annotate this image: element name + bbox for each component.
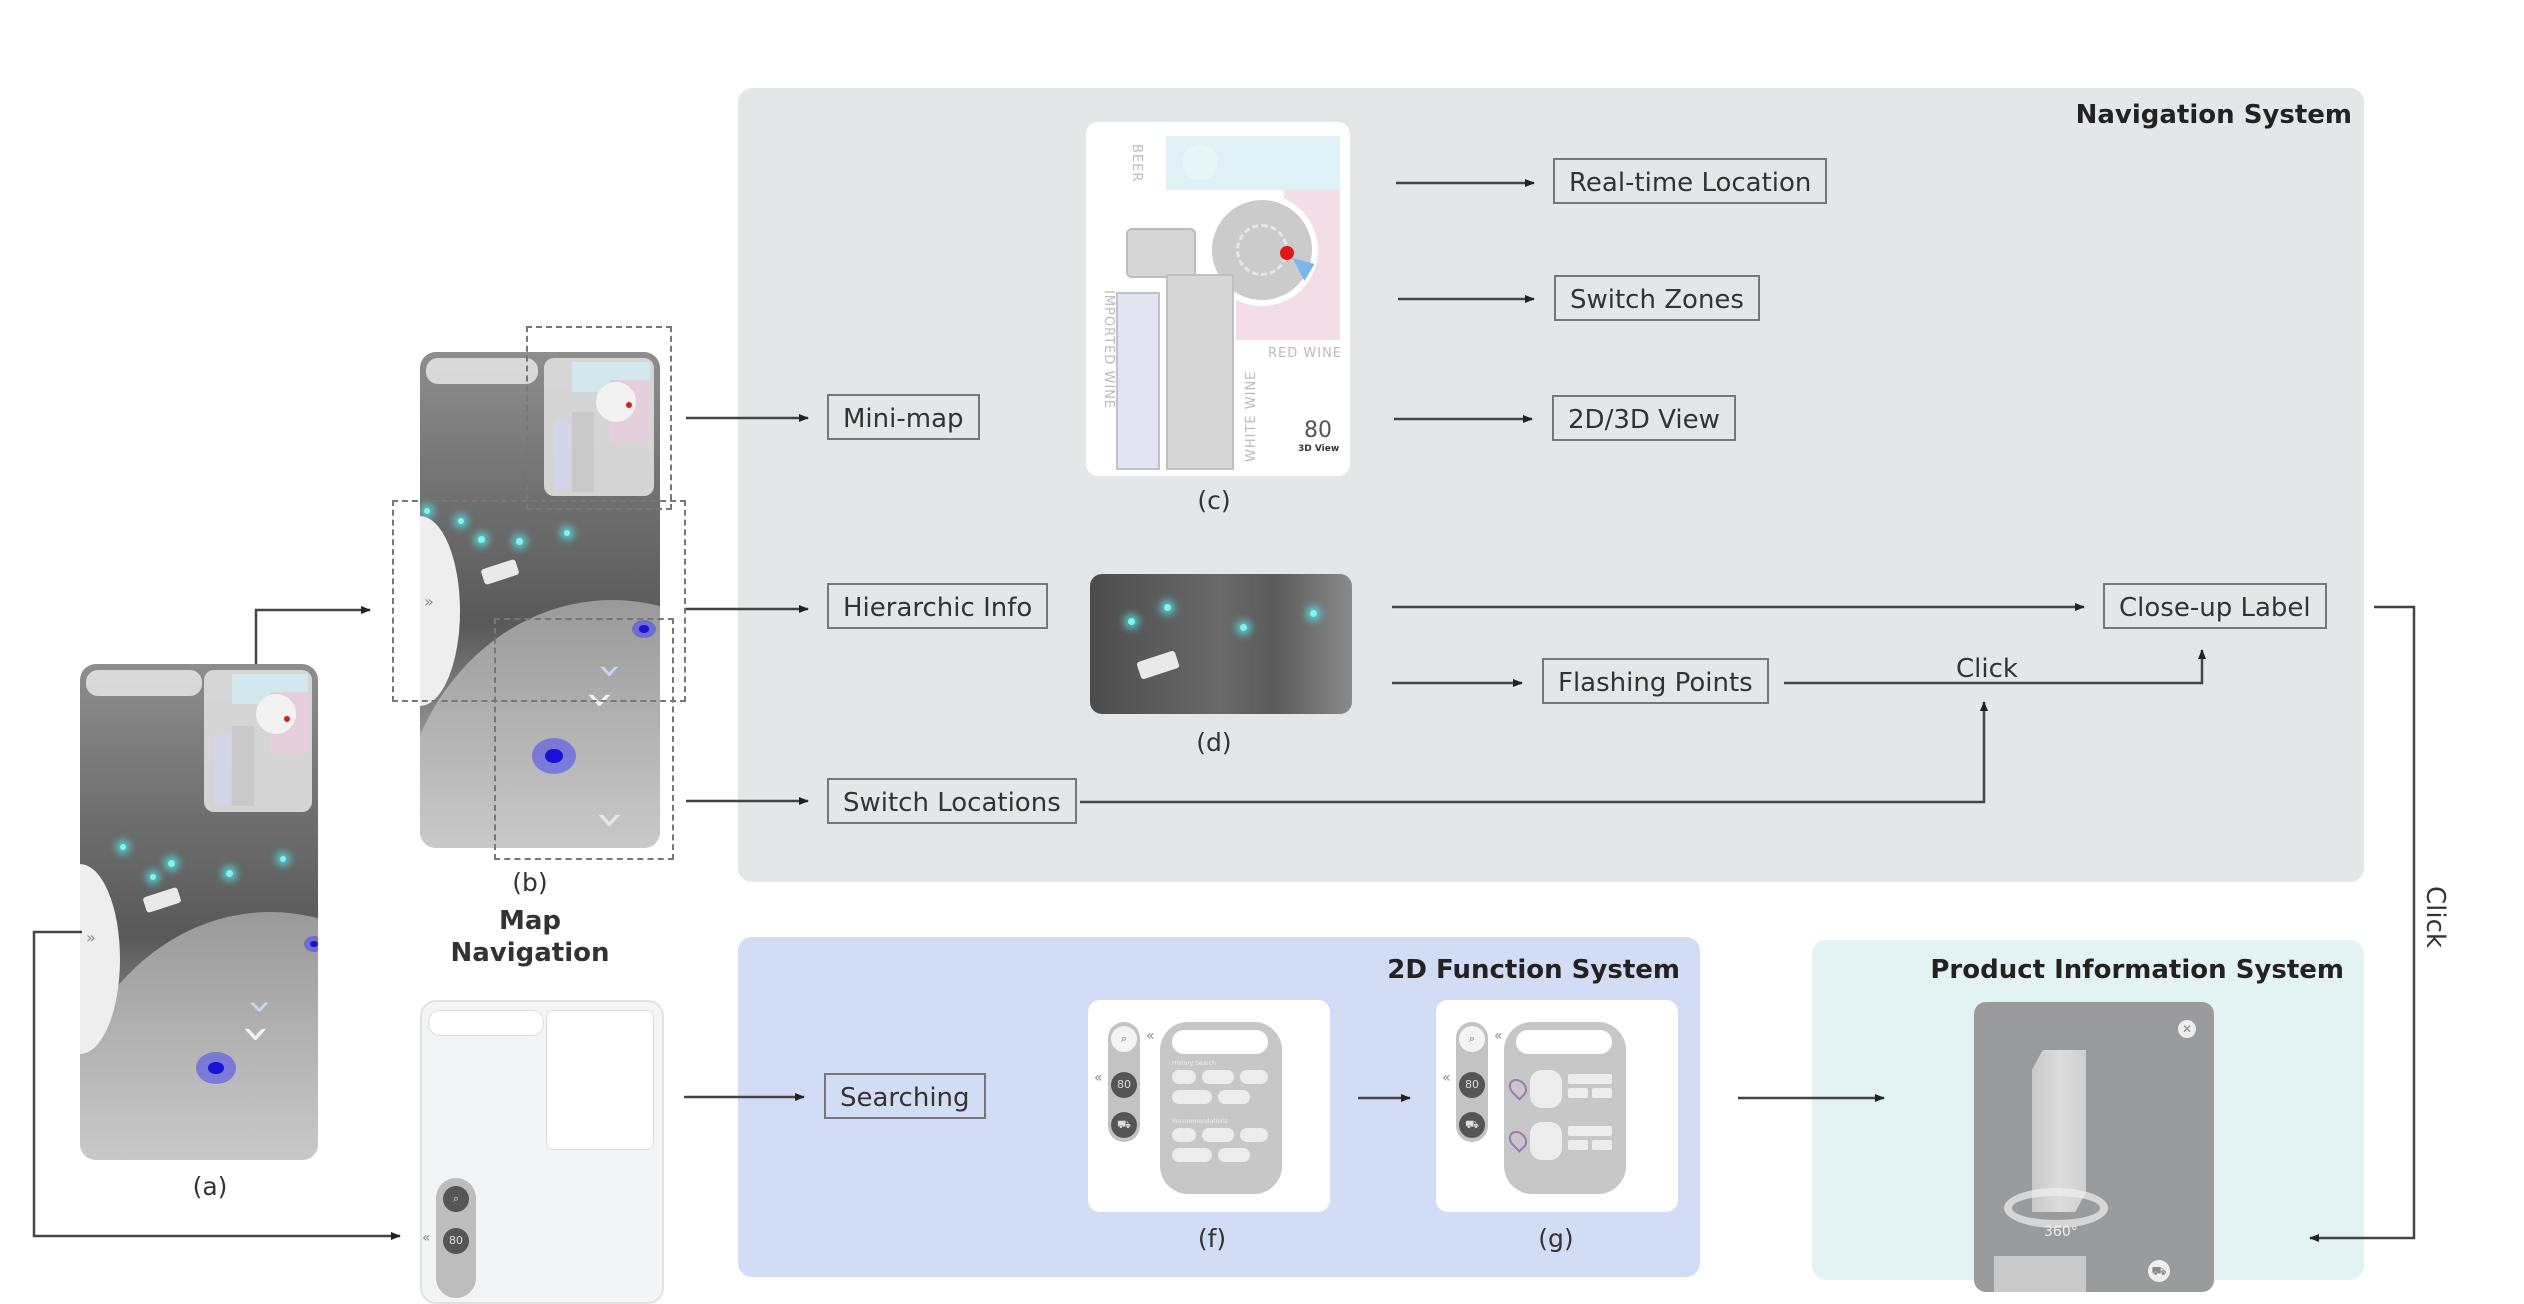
- rotate-360-label: 360°: [2044, 1224, 2078, 1240]
- product-information-system-title: Product Information System: [1930, 955, 2344, 985]
- caption-d: (d): [1196, 728, 1232, 757]
- mini-map-thumbnail: [544, 358, 654, 496]
- current-location-icon: [1280, 246, 1294, 260]
- product-model[interactable]: [2032, 1050, 2086, 1212]
- cart-icon[interactable]: ⛟: [1111, 1112, 1137, 1138]
- navigation-system-panel: Navigation System: [738, 88, 2364, 882]
- zone-label-red: RED WINE: [1268, 346, 1343, 361]
- view-toggle-icon[interactable]: 80: [1304, 418, 1332, 443]
- click-side-label: Click: [2420, 886, 2450, 948]
- caption-b: (b): [512, 868, 548, 897]
- search-pill: [428, 1010, 544, 1036]
- search-icon[interactable]: ⌕: [1459, 1026, 1485, 1052]
- phone-screen-2d: ⌕ 80 «: [420, 1000, 664, 1304]
- chevron-left-icon[interactable]: «: [1442, 1070, 1451, 1086]
- zone-imported-wine[interactable]: [1116, 292, 1160, 470]
- rotate-ring-icon[interactable]: [2004, 1188, 2108, 1228]
- hierarchic-info-screenshot: [1090, 574, 1352, 714]
- minimap-box: Mini-map: [827, 394, 980, 440]
- location-pin-icon[interactable]: [1505, 1127, 1531, 1153]
- add-to-cart-icon[interactable]: ⛟: [2148, 1260, 2170, 1282]
- result-thumbnail[interactable]: [1530, 1122, 1562, 1160]
- view-2d3d-box: 2D/3D View: [1552, 395, 1736, 441]
- chevron-right-icon[interactable]: »: [86, 928, 96, 947]
- search-pill: [426, 358, 538, 384]
- map-navigation-title-line2: Navigation: [450, 938, 610, 968]
- wire-a-to-b: [254, 606, 371, 664]
- search-panel: History Search Recommendations: [1160, 1022, 1282, 1194]
- closeup-label-box: Close-up Label: [2103, 583, 2327, 629]
- chevron-left-icon[interactable]: «: [1494, 1028, 1503, 1044]
- caption-g: (g): [1538, 1224, 1574, 1253]
- switch-locations-box: Switch Locations: [827, 778, 1077, 824]
- history-search-label: History Search: [1172, 1060, 1216, 1067]
- chevron-left-icon[interactable]: «: [1094, 1070, 1103, 1086]
- search-input[interactable]: [1172, 1030, 1268, 1054]
- click-label: Click: [1956, 654, 2018, 684]
- cart-icon[interactable]: ⛟: [1459, 1112, 1485, 1138]
- results-panel: [1504, 1022, 1626, 1194]
- search-input[interactable]: [1516, 1030, 1612, 1054]
- result-thumbnail[interactable]: [1530, 1070, 1562, 1108]
- search-results-screenshot: ⌕ 80 ⛟ « «: [1436, 1000, 1678, 1212]
- zone-label-beer: BEER: [1129, 144, 1144, 183]
- location-marker-icon[interactable]: [532, 738, 576, 774]
- product-3d-viewer: ✕ 360° ⛟: [1974, 1002, 2214, 1292]
- mini-map-thumbnail: [204, 670, 312, 812]
- switch-zones-box: Switch Zones: [1554, 275, 1760, 321]
- location-pin-icon[interactable]: [1505, 1075, 1531, 1101]
- direction-chevron-icon: ‹: [235, 999, 281, 1015]
- caption-f: (f): [1197, 1224, 1227, 1253]
- search-icon[interactable]: ⌕: [1111, 1026, 1137, 1052]
- view-toggle-icon[interactable]: 80: [1111, 1072, 1137, 1098]
- minimap-screenshot: BEER IMPORTED WINE WHITE WINE RED WINE 8…: [1086, 122, 1350, 476]
- view-toggle-icon[interactable]: 80: [1459, 1072, 1485, 1098]
- search-icon[interactable]: ⌕: [443, 1186, 469, 1212]
- navigation-system-title: Navigation System: [2075, 100, 2352, 130]
- function-2d-system-title: 2D Function System: [1387, 955, 1680, 985]
- map-navigation-title-line1: Map: [498, 906, 562, 936]
- realtime-location-box: Real-time Location: [1553, 158, 1828, 204]
- flashing-points-box: Flashing Points: [1542, 658, 1769, 704]
- search-pill: [86, 670, 202, 696]
- chevron-left-icon[interactable]: «: [1146, 1028, 1155, 1044]
- hierarchic-info-highlight: [392, 500, 686, 702]
- searching-box: Searching: [824, 1073, 986, 1119]
- location-marker-icon[interactable]: [196, 1052, 236, 1084]
- location-marker-icon[interactable]: [304, 936, 318, 952]
- recommendations-label: Recommendations: [1172, 1118, 1228, 1125]
- zone-white-wine[interactable]: [1166, 274, 1234, 470]
- close-icon[interactable]: ✕: [2178, 1020, 2196, 1038]
- search-history-screenshot: ⌕ 80 ⛟ « « History Search Recommendation…: [1088, 1000, 1330, 1212]
- switch-locations-highlight: [494, 618, 674, 860]
- direction-chevron-icon: ‹: [225, 1024, 282, 1044]
- minimap-highlight: [526, 326, 672, 510]
- zone-label-imported: IMPORTED WINE: [1101, 290, 1116, 410]
- view-toggle-label: 3D View: [1298, 444, 1340, 454]
- phone-screen-b: » ‹ ‹ ‹: [420, 352, 660, 848]
- caption-c: (c): [1197, 486, 1231, 515]
- zone-label-white: WHITE WINE: [1244, 370, 1259, 462]
- chevron-right-icon[interactable]: »: [424, 592, 434, 611]
- view-toggle-icon[interactable]: 80: [443, 1228, 469, 1254]
- location-marker-icon[interactable]: [632, 620, 656, 638]
- product-tag-icon[interactable]: [1136, 650, 1180, 680]
- caption-a: (a): [192, 1172, 228, 1201]
- product-info-card: [1994, 1256, 2086, 1292]
- hierarchic-info-box: Hierarchic Info: [827, 583, 1049, 629]
- phone-screen-a: » ‹ ‹: [80, 664, 318, 1160]
- chevron-left-icon[interactable]: «: [422, 1230, 431, 1246]
- mini-map-placeholder: [546, 1010, 654, 1150]
- product-tag-icon: [142, 886, 182, 914]
